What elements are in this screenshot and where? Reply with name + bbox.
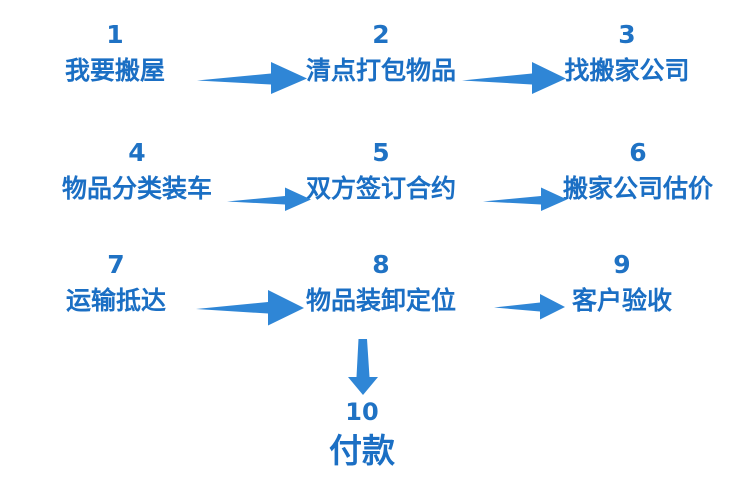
step-label: 搬家公司估价 xyxy=(562,174,714,203)
flow-step-9[interactable]: 9 客户验收 xyxy=(572,252,672,313)
step-number: 9 xyxy=(613,250,631,279)
step-number: 6 xyxy=(629,138,647,167)
step-number: 8 xyxy=(372,250,390,279)
arrow-5-to-6-icon xyxy=(483,184,568,214)
step-label: 找搬家公司 xyxy=(564,56,690,85)
arrow-2-to-3-icon xyxy=(462,60,568,96)
flow-step-7[interactable]: 7 运输抵达 xyxy=(66,252,166,313)
step-number: 3 xyxy=(618,20,636,49)
step-number: 2 xyxy=(372,20,390,49)
flow-step-1[interactable]: 1 我要搬屋 xyxy=(65,22,165,83)
arrow-7-to-8-icon xyxy=(196,290,306,328)
arrow-8-to-10-icon xyxy=(345,339,381,396)
flow-step-8[interactable]: 8 物品装卸定位 xyxy=(306,252,456,313)
step-label: 付款 xyxy=(329,431,395,470)
arrow-8-to-9-icon xyxy=(494,292,566,322)
arrow-4-to-5-icon xyxy=(227,184,312,214)
step-label: 物品分类装车 xyxy=(61,174,213,203)
flow-step-2[interactable]: 2 清点打包物品 xyxy=(306,22,456,83)
step-label: 我要搬屋 xyxy=(64,56,166,85)
flow-step-10[interactable]: 10 付款 xyxy=(329,400,395,467)
step-number: 5 xyxy=(372,138,390,167)
step-number: 10 xyxy=(345,398,379,426)
step-number: 7 xyxy=(107,250,125,279)
step-label: 清点打包物品 xyxy=(305,56,457,85)
flow-step-4[interactable]: 4 物品分类装车 xyxy=(62,140,212,201)
step-number: 4 xyxy=(128,138,146,167)
flow-step-3[interactable]: 3 找搬家公司 xyxy=(564,22,689,83)
flow-step-5[interactable]: 5 双方签订合约 xyxy=(306,140,456,201)
step-label: 客户验收 xyxy=(571,286,673,315)
flow-step-6[interactable]: 6 搬家公司估价 xyxy=(563,140,713,201)
step-label: 双方签订合约 xyxy=(305,174,457,203)
step-label: 物品装卸定位 xyxy=(305,286,457,315)
arrow-1-to-2-icon xyxy=(197,60,309,96)
step-label: 运输抵达 xyxy=(65,286,167,315)
step-number: 1 xyxy=(106,20,124,49)
